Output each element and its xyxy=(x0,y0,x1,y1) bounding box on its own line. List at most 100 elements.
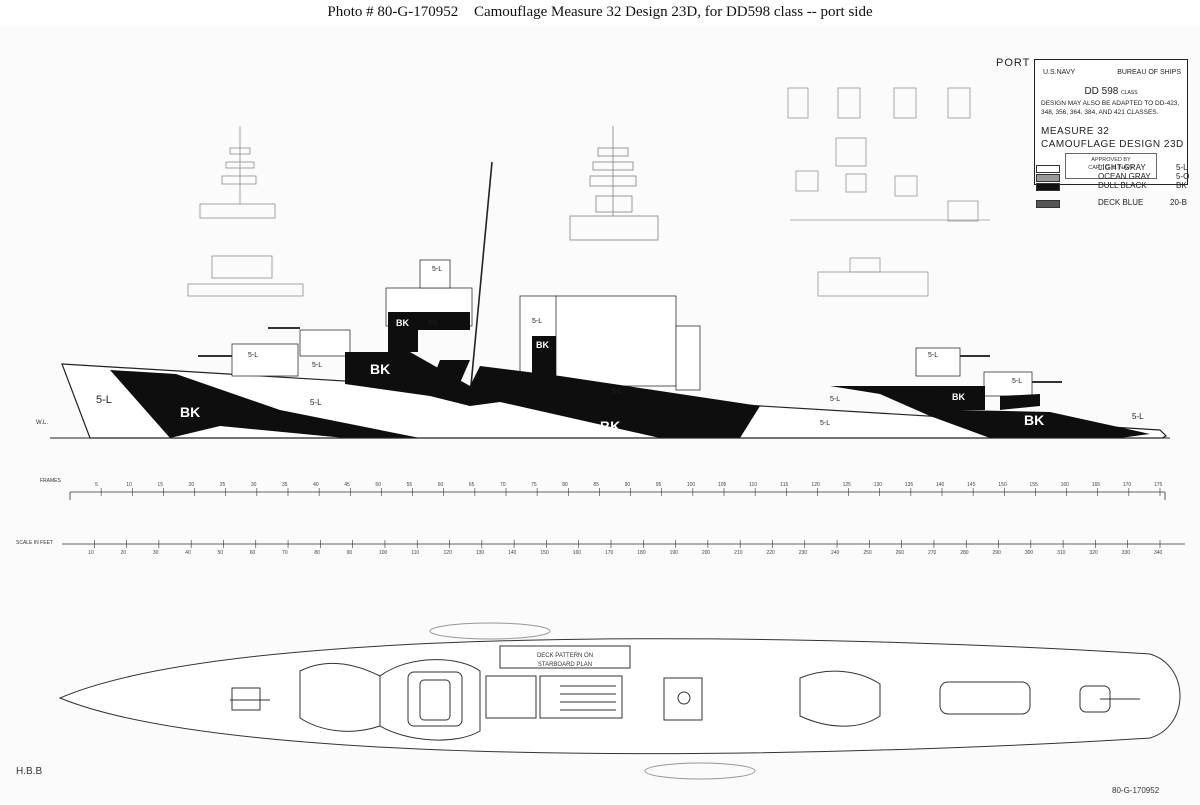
frames-tick-label: 60 xyxy=(437,482,444,488)
frames-tick-label: 175 xyxy=(1154,482,1163,488)
fwd-elevation-ghost xyxy=(569,126,659,241)
frames-tick-label: 90 xyxy=(624,482,631,488)
feet-tick-label: 140 xyxy=(508,550,517,556)
legend-light-gray: LIGHT GRAY xyxy=(1098,163,1146,172)
ship-drawing xyxy=(50,87,1185,780)
frames-tick-label: 80 xyxy=(562,482,568,488)
frames-tick-label: 70 xyxy=(500,482,506,488)
frames-tick-label: 20 xyxy=(188,482,195,488)
feet-tick-label: 240 xyxy=(831,550,840,556)
feet-tick-label: 110 xyxy=(411,550,420,556)
feet-tick-label: 90 xyxy=(346,550,353,556)
deck-note-line-1: DECK PATTERN ON xyxy=(536,653,594,659)
frames-tick-label: 145 xyxy=(967,482,976,488)
frames-tick-label: 55 xyxy=(406,482,413,488)
frames-tick-label: 40 xyxy=(313,482,319,488)
feet-scale-label: SCALE IN FEET xyxy=(16,540,53,546)
tb-class-number: DD 598 xyxy=(1084,86,1119,97)
deck-pattern-note: DECK PATTERN ON STARBOARD PLAN xyxy=(500,652,630,670)
side-label: PORT xyxy=(996,57,1031,69)
swatch-light-gray xyxy=(1036,165,1060,173)
feet-tick-label: 80 xyxy=(314,550,320,556)
tb-class-word: CLASS xyxy=(1121,90,1138,96)
frames-tick-label: 85 xyxy=(593,482,599,488)
frames-tick-label: 155 xyxy=(1029,482,1038,488)
frames-tick-label: 105 xyxy=(718,482,727,488)
legend-light-gray-code: 5-L xyxy=(1176,163,1188,172)
feet-tick-label: 270 xyxy=(927,550,937,556)
title-block: U.S.NAVY BUREAU OF SHIPS DD 598 CLASS DE… xyxy=(1034,59,1188,185)
feet-tick-label: 30 xyxy=(152,550,159,556)
legend-ocean-gray-code: 5-O xyxy=(1176,172,1190,181)
stamp-top: APPROVED BY xyxy=(1091,157,1131,163)
photo-title: Camouflage Measure 32 Design 23D, for DD… xyxy=(473,4,873,20)
frames-tick-label: 35 xyxy=(282,482,288,488)
feet-tick-label: 320 xyxy=(1089,550,1098,556)
feet-tick-label: 220 xyxy=(766,550,775,556)
tb-measure: MEASURE 32 xyxy=(1041,126,1110,137)
frames-ticks xyxy=(100,488,1161,496)
feet-tick-label: 60 xyxy=(249,550,256,556)
tb-navy: U.S.NAVY xyxy=(1043,69,1076,76)
tb-design: CAMOUFLAGE DESIGN 23D xyxy=(1041,139,1184,150)
photo-number: Photo # 80-G-170952 xyxy=(327,4,459,20)
frames-tick-label: 100 xyxy=(686,482,696,488)
frames-tick-label: 15 xyxy=(157,482,163,488)
approval-stamp: APPROVED BY CAPT. C. B. NAVY xyxy=(1065,153,1157,179)
feet-tick-label: 310 xyxy=(1057,550,1066,556)
frames-tick-label: 120 xyxy=(811,482,820,488)
legend-dull-black: DULL BLACK xyxy=(1098,181,1147,190)
feet-tick-label: 20 xyxy=(120,550,127,556)
legend-deck-blue: DECK BLUE xyxy=(1098,198,1144,207)
feet-tick-label: 260 xyxy=(895,550,904,556)
feet-tick-label: 100 xyxy=(378,550,388,556)
feet-tick-label: 340 xyxy=(1154,550,1163,556)
frames-tick-label: 30 xyxy=(250,482,257,488)
frames-tick-label: 75 xyxy=(531,482,537,488)
frames-tick-label: 130 xyxy=(873,482,883,488)
frames-tick-label: 95 xyxy=(655,482,662,488)
deck-plan xyxy=(58,622,1181,780)
tb-ship-class: DD 598 CLASS xyxy=(1035,86,1187,97)
feet-tick-label: 300 xyxy=(1024,550,1034,556)
swatch-deck-blue xyxy=(1036,200,1060,208)
feet-tick-label: 250 xyxy=(863,550,872,556)
feet-ticks xyxy=(93,540,1161,548)
small-views-ghost xyxy=(787,87,990,297)
drafter-initials: H.B.B xyxy=(16,766,43,777)
waterline-label: W.L. xyxy=(36,420,49,426)
frames-tick-label: 65 xyxy=(468,482,475,488)
frames-tick-label: 165 xyxy=(1091,482,1101,488)
frames-tick-label: 170 xyxy=(1122,482,1132,488)
frames-tick-label: 5 xyxy=(95,482,98,488)
feet-tick-label: 330 xyxy=(1121,550,1131,556)
feet-tick-label: 280 xyxy=(960,550,969,556)
frames-tick-label: 25 xyxy=(219,482,226,488)
frames-tick-label: 115 xyxy=(780,482,789,488)
frames-tick-label: 135 xyxy=(904,482,914,488)
dazzle-pattern xyxy=(110,312,1150,438)
drawing-sheet: PORT U.S.NAVY BUREAU OF SHIPS DD 598 CLA… xyxy=(0,26,1200,805)
feet-tick-label: 160 xyxy=(572,550,582,556)
frames-tick-label: 150 xyxy=(998,482,1007,488)
frames-tick-label: 50 xyxy=(375,482,381,488)
swatch-ocean-gray xyxy=(1036,174,1060,182)
feet-tick-label: 190 xyxy=(669,550,678,556)
feet-tick-label: 120 xyxy=(443,550,452,556)
frames-tick-label: 160 xyxy=(1060,482,1069,488)
frames-tick-label: 10 xyxy=(126,482,132,488)
feet-tick-label: 40 xyxy=(185,550,191,556)
feet-tick-label: 130 xyxy=(475,550,485,556)
feet-tick-label: 290 xyxy=(992,550,1001,556)
aft-elevation-ghost xyxy=(187,126,304,297)
tb-bureau: BUREAU OF SHIPS xyxy=(1117,69,1181,76)
feet-tick-label: 170 xyxy=(605,550,614,556)
feet-tick-label: 230 xyxy=(798,550,808,556)
sheet-number: 80-G-170952 xyxy=(1112,786,1160,795)
frames-tick-label: 110 xyxy=(749,482,758,488)
frames-tick-label: 45 xyxy=(344,482,350,488)
feet-tick-label: 210 xyxy=(734,550,743,556)
legend-ocean-gray: OCEAN GRAY xyxy=(1098,172,1151,181)
legend-dull-black-code: BK xyxy=(1176,181,1187,190)
photo-caption: Photo # 80-G-170952 Camouflage Measure 3… xyxy=(0,4,1200,21)
